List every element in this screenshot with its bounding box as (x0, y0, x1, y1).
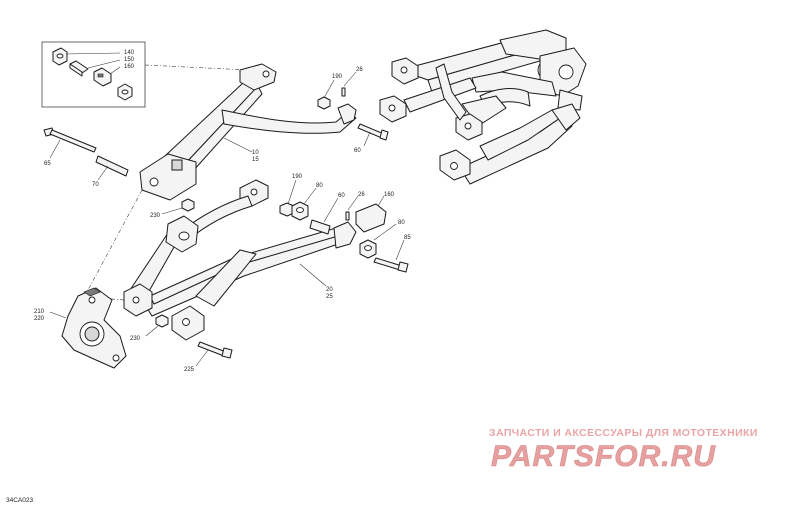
callout-160: 160 (124, 64, 135, 70)
callout-60-mid: 60 (338, 193, 345, 199)
figure-code: 34CA023 (6, 497, 34, 504)
callout-210: 210 (34, 309, 45, 315)
nut-part-230-lower (155, 314, 169, 328)
watermark-logo: PARTSFOR.RU (491, 440, 716, 473)
pin-part-26-top (341, 87, 346, 97)
bolt-part-65 (43, 127, 97, 153)
callout-160-mid: 160 (384, 192, 395, 198)
bushing-part-140 (52, 47, 68, 66)
pin-part-26-mid (345, 211, 350, 221)
callout-190-top: 190 (332, 74, 343, 80)
inset-reference-line (144, 64, 249, 71)
callout-26-mid: 26 (358, 192, 365, 198)
callout-150: 150 (124, 57, 135, 63)
bushing-part-80-right (359, 239, 377, 259)
callout-60-upper: 60 (354, 148, 361, 154)
callout-85: 85 (404, 235, 411, 241)
bolt-part-60-upper (357, 123, 389, 141)
watermark-subtitle: ЗАПЧАСТИ И АКСЕССУАРЫ ДЛЯ МОТОТЕХНИКИ (489, 427, 758, 439)
bushing-part-washer (117, 83, 133, 101)
nut-part-190-top (317, 96, 331, 110)
spacer-part-60-mid (309, 219, 331, 235)
callout-65: 65 (44, 161, 51, 167)
callout-80-mid: 80 (316, 183, 323, 189)
bushing-detail-inset (41, 41, 146, 108)
callout-225: 225 (184, 367, 195, 373)
wheel-knuckle (61, 287, 127, 369)
bolt-part-85 (373, 257, 409, 273)
callout-10: 10 (252, 150, 259, 156)
callout-220: 220 (34, 316, 45, 322)
callout-230-upper: 230 (150, 213, 161, 219)
callout-140: 140 (124, 50, 135, 56)
bushing-part-150 (69, 60, 89, 77)
ref-line-upper (87, 189, 143, 291)
callout-190-mid: 190 (292, 174, 303, 180)
nut-part-230-upper (181, 198, 195, 212)
watermark: ЗАПЧАСТИ И АКСЕССУАРЫ ДЛЯ МОТОТЕХНИКИ PA… (489, 427, 758, 473)
sleeve-part-70 (95, 155, 129, 177)
callout-70: 70 (92, 182, 99, 188)
bolt-part-225 (197, 341, 233, 359)
bushing-part-160 (93, 67, 112, 87)
frame-cradle (379, 29, 587, 185)
bushing-part-80-mid (291, 201, 309, 221)
bracket-part-160-mid (355, 203, 387, 233)
callout-20: 20 (326, 287, 333, 293)
callout-26-top: 26 (356, 67, 363, 73)
upper-a-arm (139, 63, 357, 201)
callout-80-right: 80 (398, 220, 405, 226)
callout-25: 25 (326, 294, 333, 300)
lower-a-arm (123, 179, 357, 341)
callout-15: 15 (252, 157, 259, 163)
callout-230-lower: 230 (130, 336, 141, 342)
